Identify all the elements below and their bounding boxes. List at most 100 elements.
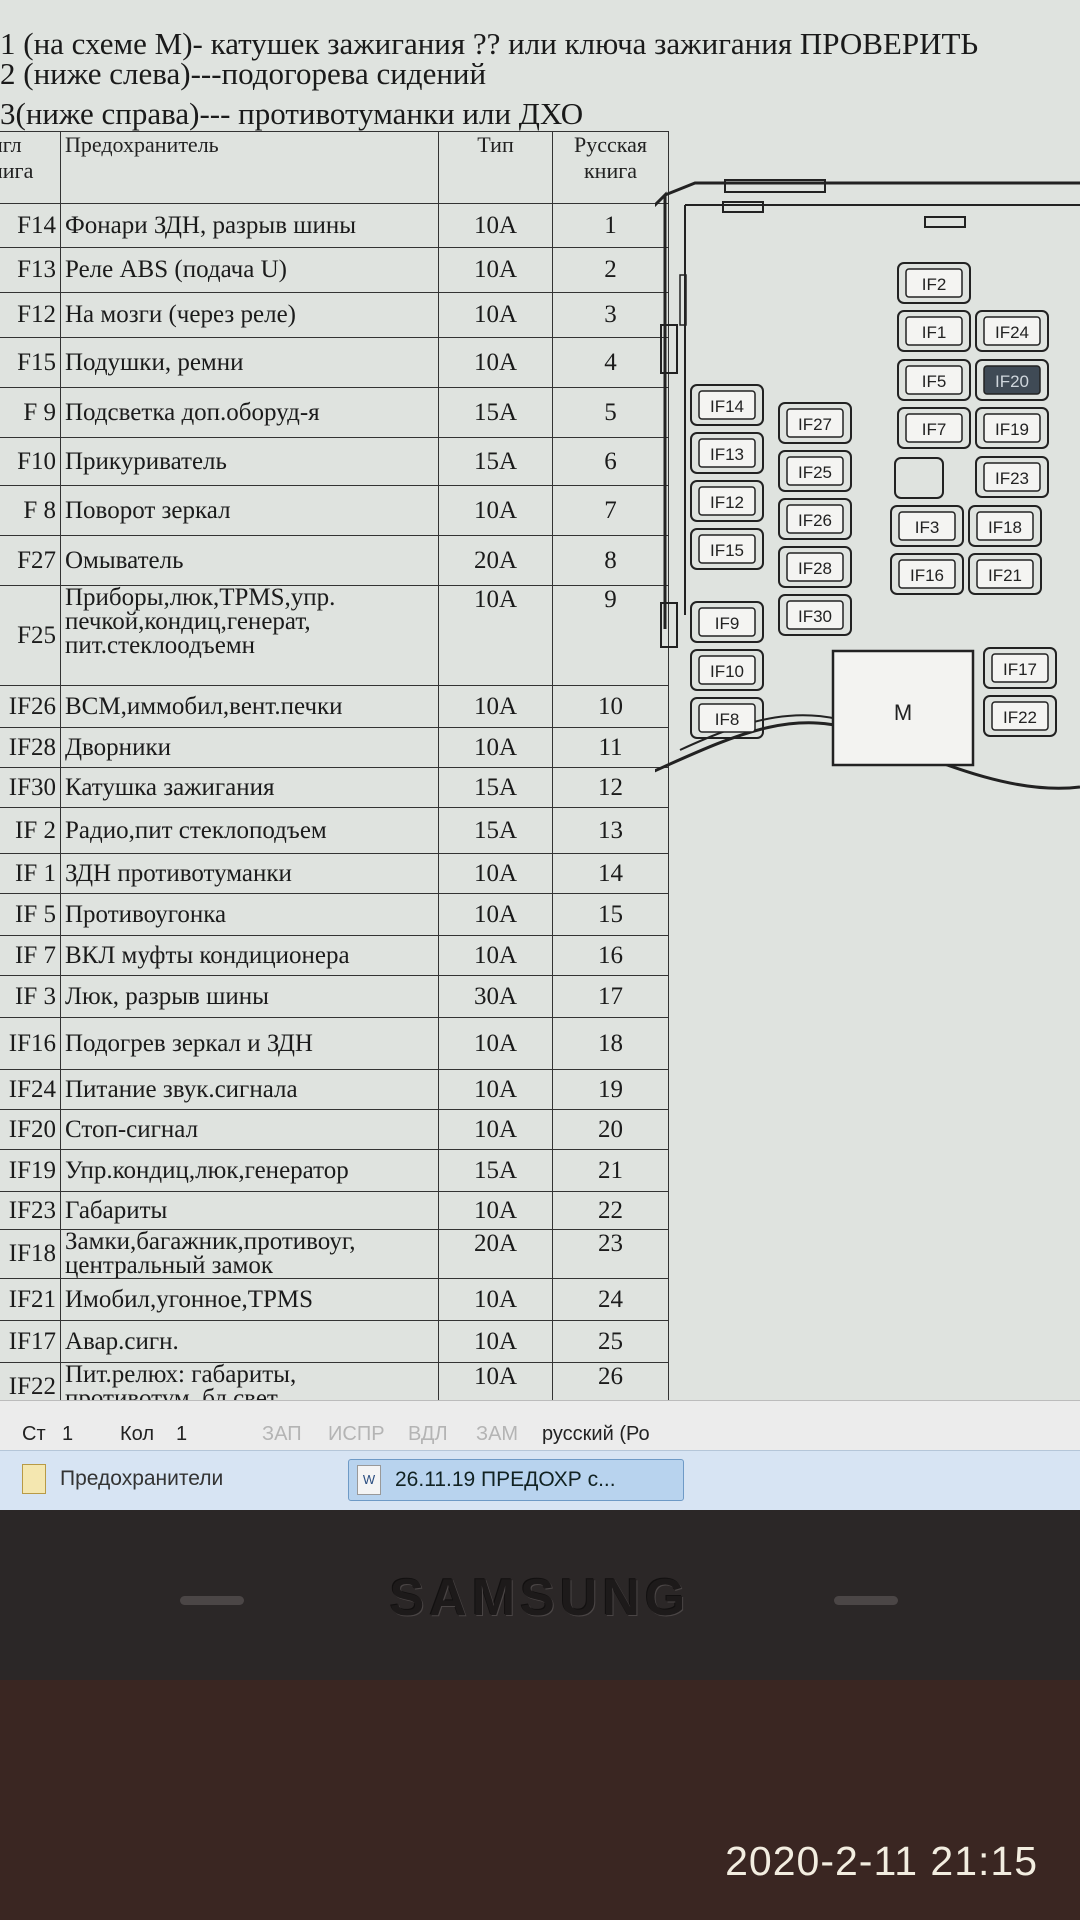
fuse-label-if1: IF1 (922, 323, 947, 342)
status-ovr[interactable]: ЗАМ (476, 1423, 519, 1445)
fuse-if18 (976, 511, 1034, 541)
fuse-slot-if18 (968, 505, 1042, 547)
box-outline-left (655, 191, 667, 629)
fuse-slot-if27 (778, 402, 852, 444)
taskbar-item-folder[interactable]: Предохранители (14, 1459, 324, 1499)
fuse-description-cell: Катушка зажигания (60, 767, 439, 808)
fuse-label-if17: IF17 (1003, 660, 1037, 679)
fuse-rating-cell: 10A (438, 247, 553, 293)
fuse-book-number-cell: 6 (552, 437, 669, 486)
fuse-book-number-cell: 15 (552, 893, 669, 936)
status-rec[interactable]: ЗАП (262, 1423, 302, 1445)
status-bar: Ст 1 Кол 1 ЗАП ИСПР ВДЛ ЗАМ русский (Ро (0, 1400, 1080, 1451)
fuse-label-if20: IF20 (995, 372, 1029, 391)
fuse-code-cell: IF20 (0, 1109, 61, 1150)
fuse-if25 (786, 456, 844, 486)
fuse-if30 (786, 600, 844, 630)
fuse-rating-cell: 10A (438, 1017, 553, 1070)
status-col-value: 1 (176, 1423, 188, 1445)
fuse-book-number-cell: 9 (552, 585, 669, 686)
fuse-rating-cell: 10A (438, 203, 553, 248)
fuse-slot-if21 (968, 553, 1042, 595)
fuse-book-number-cell: 10 (552, 685, 669, 728)
fuse-description-cell: Упр.кондиц,люк,генератор (60, 1149, 439, 1192)
fuse-description-cell: Противоугонка (60, 893, 439, 936)
fuse-code-cell: IF 1 (0, 853, 61, 894)
note-line-3: 3(ниже справа)--- противотуманки или ДХО (0, 96, 584, 131)
fuse-description-cell: Питание звук.сигнала (60, 1069, 439, 1110)
fuse-book-number-cell: 12 (552, 767, 669, 808)
fuse-if14 (698, 390, 756, 420)
fuse-table: нгл нига Предохранитель Тип Русская книг… (0, 131, 669, 1412)
fuse-description-cell: BCM,иммобил,вент.печки (60, 685, 439, 728)
taskbar-item-label: 26.11.19 ПРЕДОХР с... (395, 1468, 616, 1491)
note-line-1: 1 (на схеме М)- катушек зажигания ?? или… (0, 26, 979, 61)
status-trk[interactable]: ИСПР (328, 1423, 385, 1445)
fuse-if3 (898, 511, 956, 541)
fuse-description-cell: Люк, разрыв шины (60, 975, 439, 1018)
header-type: Тип (438, 131, 553, 204)
fuse-code-cell: F27 (0, 535, 61, 586)
fuse-slot-if25 (778, 450, 852, 492)
fuse-slot-if19 (975, 407, 1049, 449)
top-clip (924, 216, 966, 228)
fuse-label-if14: IF14 (710, 397, 744, 416)
fuse-rating-cell: 10A (438, 727, 553, 768)
fuse-rating-cell: 15A (438, 767, 553, 808)
header-code: нгл нига (0, 131, 61, 204)
fuse-if12 (698, 486, 756, 516)
fuse-if28 (786, 552, 844, 582)
side-clip-upper (660, 324, 678, 374)
fuse-rating-cell: 10A (438, 853, 553, 894)
fuse-code-cell: F15 (0, 337, 61, 388)
side-notch (679, 274, 687, 326)
fuse-label-if2: IF2 (922, 275, 947, 294)
status-language[interactable]: русский (Ро (542, 1423, 650, 1445)
fuse-code-cell: IF17 (0, 1320, 61, 1363)
fuse-rating-cell: 15A (438, 437, 553, 486)
fuse-code-cell: F10 (0, 437, 61, 486)
taskbar-item-label: Предохранители (60, 1467, 224, 1490)
fuse-book-number-cell: 1 (552, 203, 669, 248)
laptop-bezel (0, 1510, 1080, 1680)
fuse-if5 (905, 365, 963, 395)
fuse-description-cell: Реле ABS (подача U) (60, 247, 439, 293)
fuse-slot-if7 (897, 407, 971, 449)
fuse-if7 (905, 413, 963, 443)
fuse-label-if19: IF19 (995, 420, 1029, 439)
fuse-code-cell: F12 (0, 292, 61, 338)
fuse-if1 (905, 316, 963, 346)
taskbar: Предохранители W 26.11.19 ПРЕДОХР с... (0, 1450, 1080, 1510)
fuse-description-cell: Подогрев зеркал и ЗДН (60, 1017, 439, 1070)
fuse-code-cell: IF18 (0, 1229, 61, 1279)
fuse-slot-if20 (975, 359, 1049, 401)
fuse-rating-cell: 10A (438, 893, 553, 936)
fuse-description-cell: Дворники (60, 727, 439, 768)
status-ext[interactable]: ВДЛ (408, 1423, 448, 1445)
fuse-slot-if10 (690, 649, 764, 691)
fuse-rating-cell: 15A (438, 1149, 553, 1192)
fuse-slot-if28 (778, 546, 852, 588)
side-clip-lower (660, 602, 678, 648)
header-book: Русская книга (552, 131, 669, 204)
fuse-slot-if17 (983, 647, 1057, 689)
fuse-book-number-cell: 4 (552, 337, 669, 388)
fuse-rating-cell: 10A (438, 585, 553, 686)
fuse-if21 (976, 559, 1034, 589)
fuse-book-number-cell: 21 (552, 1149, 669, 1192)
fuse-label-if30: IF30 (798, 607, 832, 626)
taskbar-item-word-document[interactable]: W 26.11.19 ПРЕДОХР с... (348, 1459, 684, 1501)
fuse-slot-if1 (897, 310, 971, 352)
fuse-book-number-cell: 22 (552, 1191, 669, 1230)
fuse-code-cell: IF 5 (0, 893, 61, 936)
